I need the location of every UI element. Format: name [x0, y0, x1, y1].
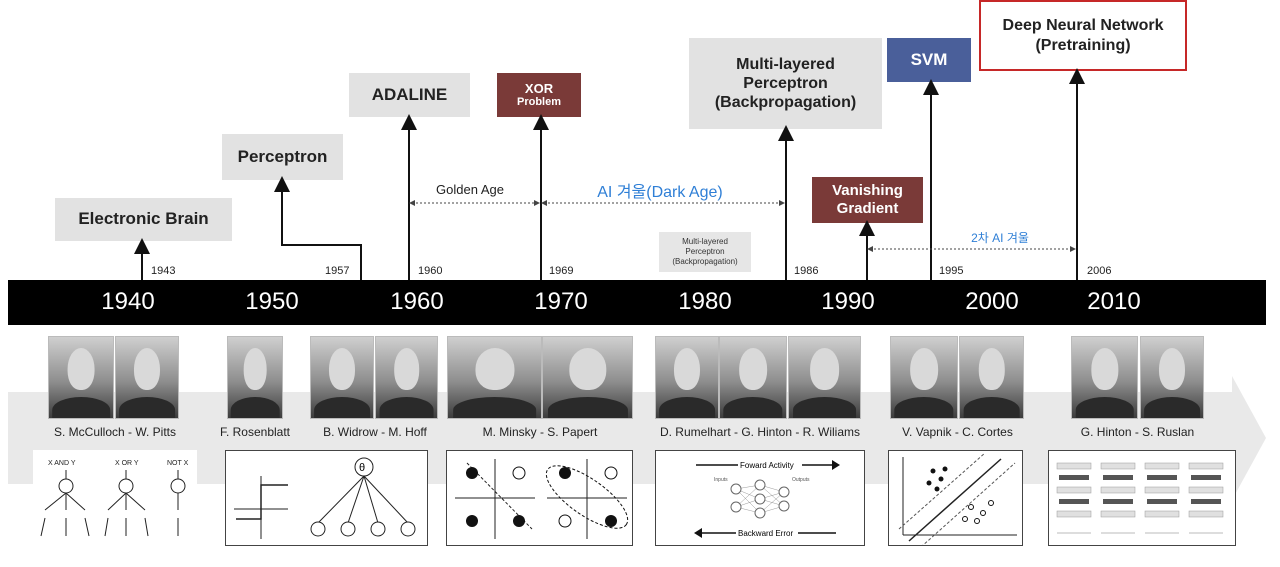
- dark-age-label: AI 겨울(Dark Age): [597, 184, 723, 201]
- milestone-perceptron-label: Perceptron: [237, 146, 328, 166]
- inputs-label: Inputs: [714, 477, 728, 483]
- small-mlp-line-3: (Backpropagation): [672, 257, 738, 266]
- outputs-label: Outputs: [792, 477, 810, 483]
- name-rosenblatt: F. Rosenblatt: [219, 425, 291, 439]
- backward-error-label: Backward Error: [738, 529, 793, 538]
- decade-1940: 1940: [101, 288, 155, 315]
- vanishing-line-2: Gradient: [836, 200, 899, 217]
- theta-label: θ: [359, 462, 365, 474]
- portrait-rosenblatt: [227, 336, 283, 419]
- milestone-svm: SVM: [887, 38, 971, 82]
- name-rumelhart-hinton-williams: D. Rumelhart - G. Hinton - R. Wiliams: [659, 425, 861, 439]
- year-1986: 1986: [794, 265, 819, 277]
- milestone-vanishing-gradient: Vanishing Gradient: [812, 177, 923, 223]
- xor-svg: [455, 459, 629, 539]
- name-mcculloch-pitts: S. McCulloch - W. Pitts: [53, 425, 177, 439]
- label-not-x: NOT X: [167, 460, 189, 467]
- year-1995: 1995: [939, 265, 964, 277]
- timeline-band: [8, 280, 1266, 325]
- xor-label: XOR: [524, 80, 554, 96]
- milestone-small-multilayered: Multi-layered Perceptron (Backpropagatio…: [659, 232, 751, 272]
- mlp-line-2: Perceptron: [743, 74, 828, 92]
- decade-1980: 1980: [678, 288, 732, 315]
- portrait-vapnik: [890, 336, 958, 419]
- milestone-xor-problem: XOR Problem: [497, 73, 581, 117]
- label-x-and-y: X AND Y: [48, 460, 76, 467]
- portrait-rumelhart: [655, 336, 719, 419]
- decade-2010: 2010: [1087, 288, 1141, 315]
- year-1969: 1969: [549, 265, 574, 277]
- year-1960: 1960: [418, 265, 443, 277]
- year-1943: 1943: [151, 265, 176, 277]
- diagram-logic-gates: X AND Y X OR Y NOT X: [33, 450, 197, 546]
- name-minsky-papert: M. Minsky - S. Papert: [482, 425, 598, 439]
- backprop-svg: Foward Activity Backward Error Inputs Ou…: [694, 458, 840, 538]
- portrait-pitts: [115, 336, 179, 419]
- logic-gates-svg: X AND Y X OR Y NOT X: [40, 460, 189, 537]
- dnn-line-1: Deep Neural Network: [1002, 17, 1164, 35]
- portrait-widrow: [310, 336, 374, 419]
- portrait-williams: [788, 336, 861, 419]
- milestone-multilayered-perceptron: Multi-layered Perceptron (Backpropagatio…: [689, 38, 882, 129]
- small-mlp-line-1: Multi-layered: [682, 237, 728, 246]
- dnn-line-2: (Pretraining): [1035, 36, 1131, 54]
- portrait-hoff: [375, 336, 438, 419]
- mlp-line-3: (Backpropagation): [714, 94, 857, 112]
- diagram-pretraining: [1048, 450, 1236, 546]
- portrait-hinton-2: [1071, 336, 1138, 419]
- perceptron-svg: θ: [234, 457, 416, 539]
- decade-2000: 2000: [965, 288, 1019, 315]
- diagram-xor: [446, 450, 633, 546]
- milestone-electronic-brain-label: Electronic Brain: [78, 209, 209, 229]
- milestone-perceptron: Perceptron: [222, 134, 343, 180]
- problem-label: Problem: [516, 96, 561, 109]
- portrait-salakhutdinov: [1140, 336, 1204, 419]
- name-hinton-ruslan: G. Hinton - S. Ruslan: [1080, 425, 1195, 439]
- portrait-mcculloch: [48, 336, 114, 419]
- decade-1960: 1960: [390, 288, 444, 315]
- decade-1990: 1990: [821, 288, 875, 315]
- diagram-backpropagation: Foward Activity Backward Error Inputs Ou…: [655, 450, 865, 546]
- diagram-perceptron: θ: [225, 450, 428, 546]
- milestone-adaline: ADALINE: [349, 73, 470, 117]
- pretraining-svg: [1056, 462, 1224, 534]
- portrait-papert: [542, 336, 633, 419]
- vanishing-line-1: Vanishing: [832, 182, 903, 199]
- label-x-or-y: X OR Y: [115, 460, 139, 467]
- small-mlp-line-2: Perceptron: [685, 247, 725, 256]
- diagram-svm: [888, 450, 1023, 548]
- milestone-deep-neural-network: Deep Neural Network (Pretraining): [979, 0, 1187, 71]
- decade-1970: 1970: [534, 288, 588, 315]
- year-2006: 2006: [1087, 265, 1112, 277]
- milestone-adaline-label: ADALINE: [371, 84, 448, 104]
- svm-svg: [898, 452, 1017, 548]
- second-winter-label: 2차 AI 겨울: [971, 231, 1029, 245]
- decade-1950: 1950: [245, 288, 299, 315]
- golden-age-label: Golden Age: [436, 182, 504, 197]
- mlp-line-1: Multi-layered: [736, 55, 835, 73]
- portrait-hinton: [719, 336, 787, 419]
- forward-activity-label: Foward Activity: [740, 461, 794, 470]
- year-1957: 1957: [325, 265, 350, 277]
- portrait-minsky: [447, 336, 542, 419]
- arrow-1957: [274, 176, 362, 280]
- name-widrow-hoff: B. Widrow - M. Hoff: [323, 425, 427, 439]
- portrait-cortes: [959, 336, 1024, 419]
- milestone-electronic-brain: Electronic Brain: [55, 198, 232, 241]
- svm-label: SVM: [910, 49, 948, 69]
- name-vapnik-cortes: V. Vapnik - C. Cortes: [902, 425, 1013, 439]
